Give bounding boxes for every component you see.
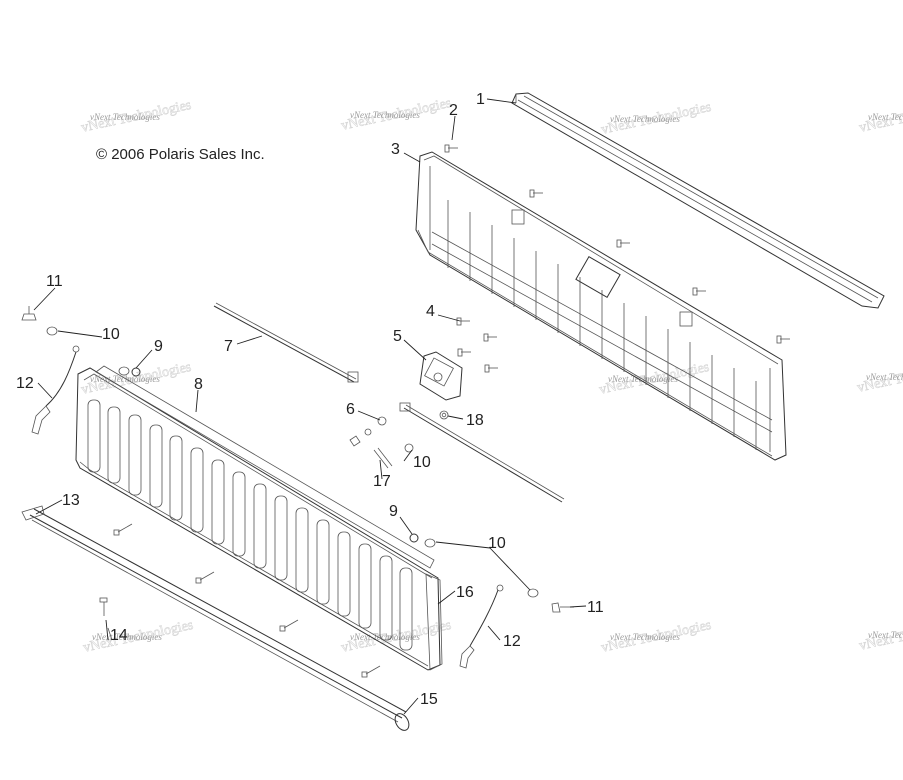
part-top-cap-rail — [511, 92, 885, 309]
watermark-text: vNext Technologies — [866, 372, 903, 382]
callout-16: 16 — [456, 584, 474, 601]
callout-5: 5 — [393, 328, 402, 345]
watermark-text: vNext Technologies — [350, 110, 420, 120]
callout-9: 9 — [154, 338, 163, 355]
callout-9b: 9 — [389, 503, 398, 520]
part-hinge-bar — [21, 505, 410, 731]
part-loose-screws — [99, 523, 381, 678]
watermark-text: vNext Technologies — [92, 632, 162, 642]
part-latch-rod — [213, 302, 359, 383]
callout-11: 11 — [46, 273, 63, 290]
watermark-text: vNext Technologies — [608, 374, 678, 384]
watermark-text: vNext Technologies — [350, 632, 420, 642]
callout-1: 1 — [476, 91, 485, 108]
copyright-text: © 2006 Polaris Sales Inc. — [96, 146, 265, 163]
watermarks: vNext Technologies vNext Technologies vNe… — [80, 96, 903, 657]
callout-17: 17 — [373, 473, 391, 490]
panel-pockets — [87, 399, 413, 651]
watermark-text: vNext Technologies — [90, 374, 160, 384]
part-bolts — [456, 317, 498, 373]
watermark-text: vNext Technologies — [610, 632, 680, 642]
part-hinge-hardware-left — [21, 306, 141, 377]
watermark-text: vNext Technologies — [868, 112, 903, 122]
part-small-hardware — [349, 410, 449, 469]
callout-13: 13 — [62, 492, 80, 509]
callout-18: 18 — [466, 412, 484, 429]
callout-15: 15 — [420, 691, 438, 708]
watermark-text: vNext Technologies — [90, 112, 160, 122]
part-support-cable-right — [459, 584, 504, 669]
callout-12b: 12 — [503, 633, 521, 650]
callout-11b: 11 — [587, 599, 604, 616]
callout-3: 3 — [391, 141, 400, 158]
part-screws-top — [444, 144, 790, 344]
leader-lines — [33, 98, 587, 715]
callout-10b: 10 — [488, 535, 506, 552]
watermark-text: vNext Technologies — [610, 114, 680, 124]
watermark-text: vNext Technologies — [868, 630, 903, 640]
callout-6: 6 — [346, 401, 355, 418]
callout-8: 8 — [194, 376, 203, 393]
part-latch-handle — [419, 351, 463, 401]
callout-14: 14 — [110, 627, 128, 644]
callout-10c: 10 — [413, 454, 431, 471]
part-support-cable-left — [31, 345, 80, 435]
callout-labels: 1 2 3 4 5 6 7 8 9 10 11 12 13 14 15 16 1… — [16, 91, 604, 708]
callout-12: 12 — [16, 375, 34, 392]
callout-7: 7 — [224, 338, 233, 355]
callout-10: 10 — [102, 326, 120, 343]
callout-4: 4 — [426, 303, 435, 320]
callout-2: 2 — [449, 102, 458, 119]
part-inner-panel — [415, 151, 787, 461]
part-outer-panel — [75, 365, 443, 671]
part-link-rod — [399, 402, 565, 503]
